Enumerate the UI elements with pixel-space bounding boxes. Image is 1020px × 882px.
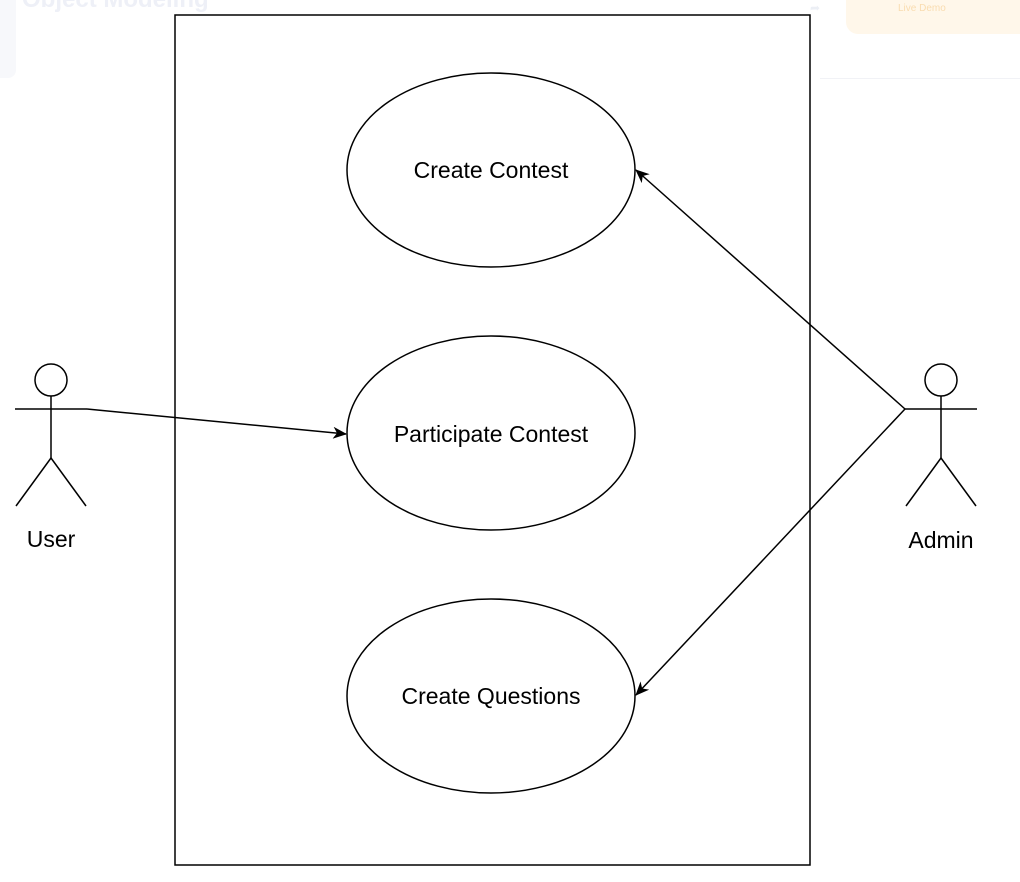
use-case-create-contest-ellipse bbox=[346, 72, 636, 268]
association-admin-create-questions[interactable] bbox=[635, 408, 906, 696]
actor-admin-label: Admin bbox=[908, 527, 973, 553]
use-case-create-contest[interactable]: Create Contest bbox=[346, 72, 636, 268]
actor-user-label: User bbox=[27, 526, 76, 552]
share-icon: ➦ bbox=[810, 1, 821, 15]
use-case-participate-contest-label: Participate Contest bbox=[394, 421, 589, 447]
background-panel bbox=[0, 0, 16, 78]
use-case-create-questions-ellipse bbox=[346, 598, 636, 794]
use-case-participate-contest[interactable]: Participate Contest bbox=[346, 335, 636, 531]
association-admin-create-contest[interactable] bbox=[635, 169, 906, 410]
use-case-participate-contest-ellipse bbox=[346, 335, 636, 531]
background-divider bbox=[820, 78, 1020, 79]
use-case-create-questions-label: Create Questions bbox=[402, 683, 581, 709]
actor-admin[interactable]: Admin bbox=[905, 363, 977, 553]
use-case-create-questions[interactable]: Create Questions bbox=[346, 598, 636, 794]
background-page-heading: Object Modeling bbox=[22, 0, 209, 14]
use-case-create-contest-label: Create Contest bbox=[414, 157, 569, 183]
actor-admin-head bbox=[924, 363, 958, 397]
actor-user-left-leg bbox=[15, 457, 52, 507]
background-live-demo-label: Live Demo bbox=[898, 3, 946, 14]
actor-admin-left-leg bbox=[905, 457, 942, 507]
background-live-demo-button bbox=[846, 0, 1020, 34]
association-user-participate-contest[interactable] bbox=[86, 408, 347, 439]
actor-user-right-leg bbox=[50, 457, 87, 507]
actor-user-head bbox=[34, 363, 68, 397]
actor-admin-right-leg bbox=[940, 457, 977, 507]
actor-user[interactable]: User bbox=[15, 363, 87, 552]
